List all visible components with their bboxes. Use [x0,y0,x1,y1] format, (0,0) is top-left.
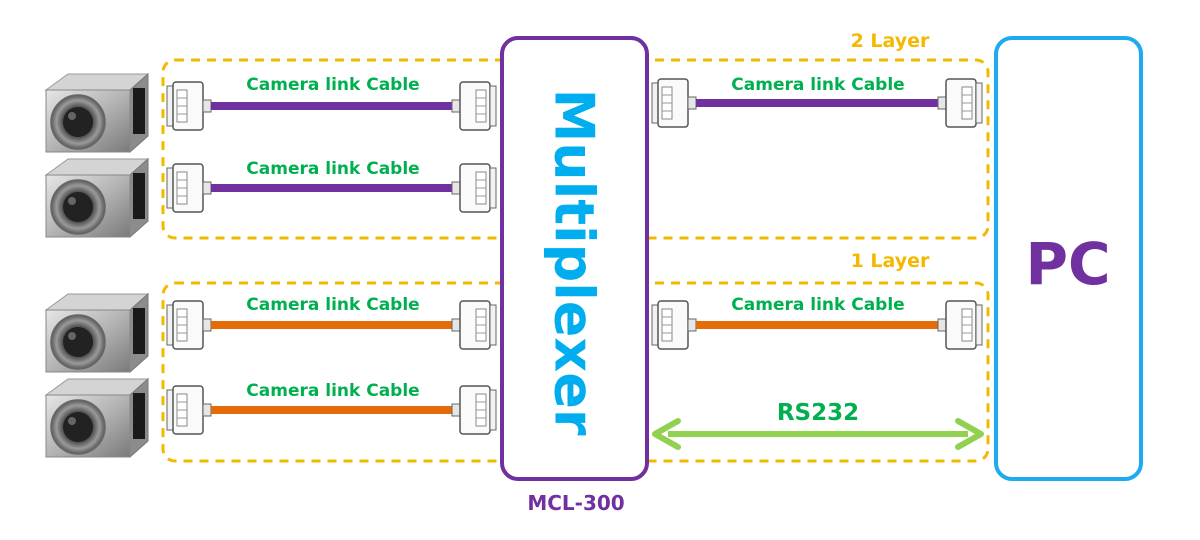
connector-icon [451,163,497,213]
cable-label: Camera link Cable [246,159,419,179]
cable-label: Camera link Cable [246,381,419,401]
connector-icon [651,300,697,350]
connector-icon [451,300,497,350]
connector-icon [166,163,212,213]
connector-icon [166,385,212,435]
connector-icon [166,81,212,131]
pc-label: PC [1025,230,1110,298]
layer-1-label: 1 Layer [851,250,930,272]
connector-icon [937,78,983,128]
multiplexer-model: MCL-300 [527,491,624,515]
layer-2-label: 2 Layer [851,30,930,52]
cable-label: Camera link Cable [246,295,419,315]
camera-icon [45,378,149,458]
rs232-label: RS232 [777,400,859,426]
connector-icon [937,300,983,350]
camera-icon [45,293,149,373]
pc-box [994,36,1143,481]
multiplexer-label: Multiplexer [543,89,606,436]
rs232-arrow [652,418,984,450]
cable-label: Camera link Cable [731,75,904,95]
cable-label: Camera link Cable [731,295,904,315]
connector-icon [651,78,697,128]
connector-icon [451,385,497,435]
multiplexer-box [500,36,649,481]
cable-label: Camera link Cable [246,75,419,95]
camera-icon [45,158,149,238]
camera-icon [45,73,149,153]
connector-icon [451,81,497,131]
connector-icon [166,300,212,350]
